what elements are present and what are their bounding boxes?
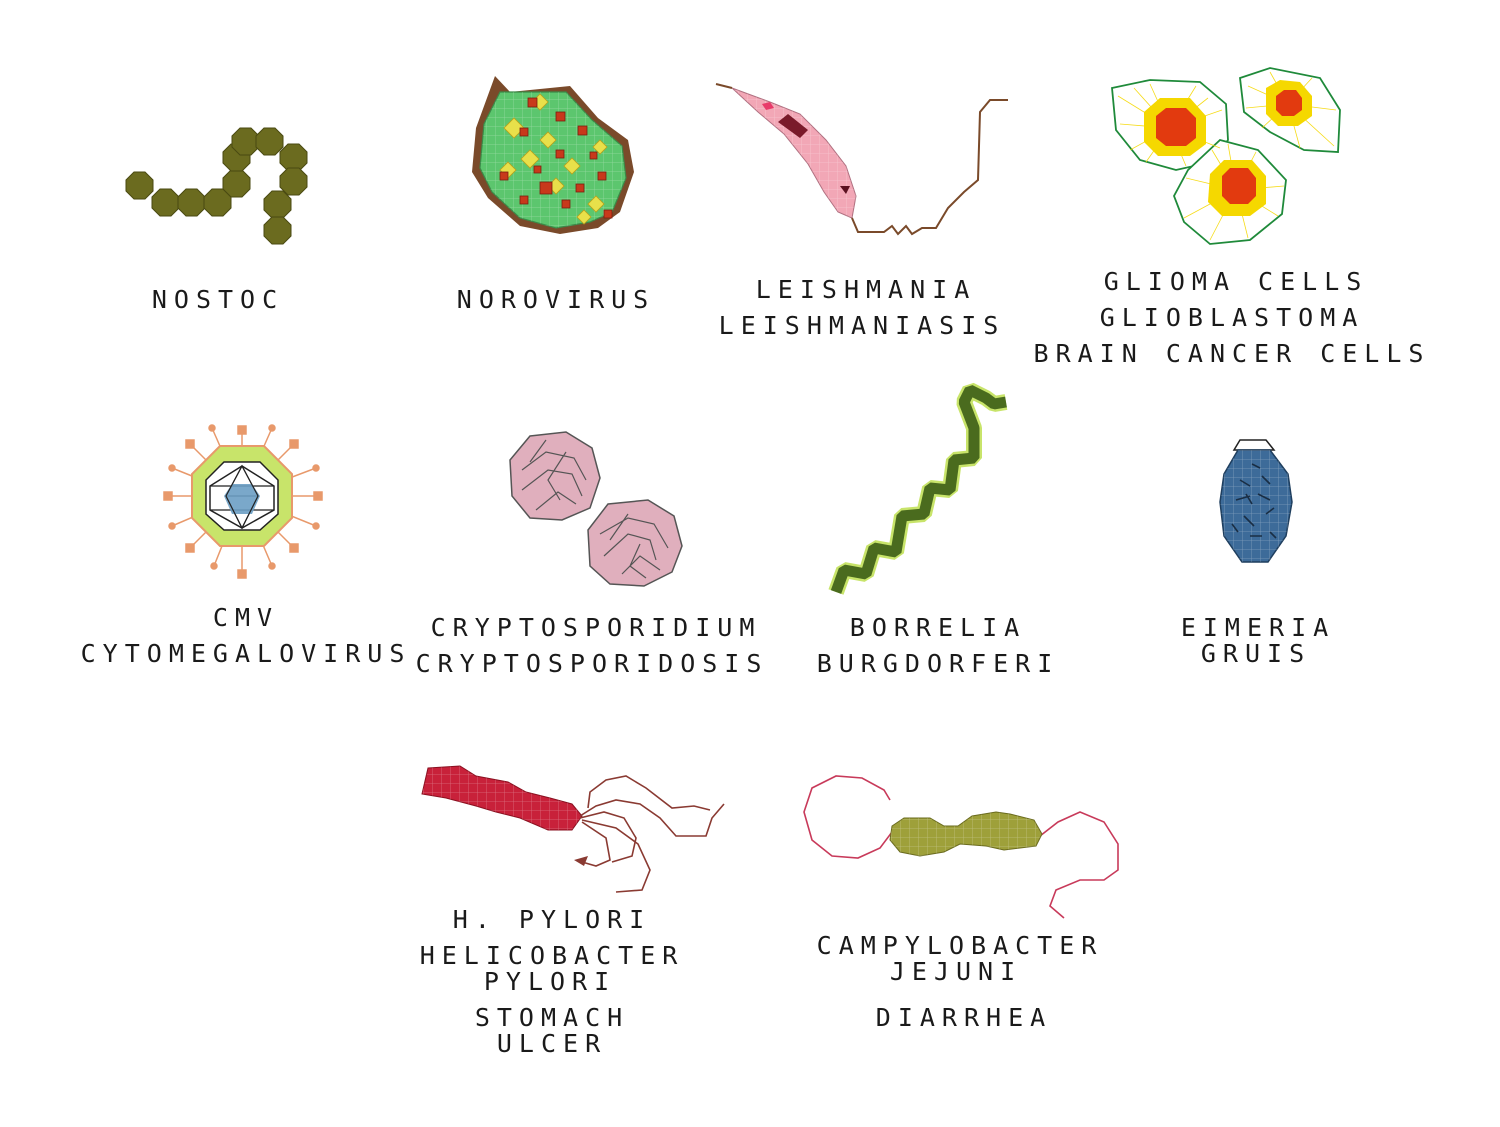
label-line: CRYPTOSPORIDIUM — [431, 613, 762, 642]
label-line: GLIOBLASTOMA — [1100, 303, 1365, 332]
label-cryptosporidium: CRYPTOSPORIDIUM CRYPTOSPORIDOSIS — [416, 613, 769, 678]
label-line: LEISHMANIA — [756, 275, 977, 304]
norovirus-icon — [472, 76, 634, 234]
label-cmv: CMV CYTOMEGALOVIRUS — [81, 603, 412, 668]
nostoc-icon — [125, 127, 308, 245]
label-line: DIARRHEA — [876, 1003, 1052, 1032]
label-line: BRAIN CANCER CELLS — [1034, 339, 1431, 368]
label-glioma: GLIOMA CELLS GLIOBLASTOMA BRAIN CANCER C… — [1034, 267, 1431, 368]
label-line: BORRELIA — [850, 613, 1026, 642]
label-line: EIMERIA — [1181, 613, 1335, 642]
label-line: H. PYLORI — [453, 905, 651, 934]
label-eimeria: EIMERIA GRUIS — [1181, 613, 1335, 668]
cmv-virus-icon — [163, 424, 323, 579]
label-leishmania: LEISHMANIA LEISHMANIASIS — [719, 275, 1006, 340]
label-line: GLIOMA CELLS — [1104, 267, 1369, 296]
borrelia-icon — [828, 382, 1008, 595]
leishmania-icon — [715, 83, 1008, 236]
label-line: NOSTOC — [152, 285, 284, 314]
label-line: ULCER — [497, 1029, 607, 1058]
label-line: CYTOMEGALOVIRUS — [81, 639, 412, 668]
label-h-pylori: H. PYLORI HELICOBACTER PYLORI STOMACH UL… — [420, 905, 685, 1058]
cryptosporidium-icon — [509, 431, 683, 587]
label-norovirus: NOROVIRUS — [457, 285, 655, 314]
label-borrelia: BORRELIA BURGDORFERI — [817, 613, 1060, 678]
glioma-cells-icon — [1111, 67, 1341, 245]
h-pylori-icon — [421, 765, 725, 893]
label-line: CMV — [213, 603, 279, 632]
label-line: GRUIS — [1201, 639, 1311, 668]
label-line: JEJUNI — [890, 957, 1022, 986]
label-line: STOMACH — [475, 1003, 629, 1032]
campylobacter-icon — [803, 775, 1119, 919]
label-line: HELICOBACTER — [420, 941, 685, 970]
eimeria-icon — [1219, 439, 1293, 563]
label-line: BURGDORFERI — [817, 649, 1060, 678]
label-line: NOROVIRUS — [457, 285, 655, 314]
label-line: PYLORI — [484, 967, 616, 996]
label-nostoc: NOSTOC — [152, 285, 284, 314]
label-line: LEISHMANIASIS — [719, 311, 1006, 340]
label-campylobacter: CAMPYLOBACTER JEJUNI DIARRHEA — [817, 931, 1104, 1032]
label-line: CRYPTOSPORIDOSIS — [416, 649, 769, 678]
label-line: CAMPYLOBACTER — [817, 931, 1104, 960]
